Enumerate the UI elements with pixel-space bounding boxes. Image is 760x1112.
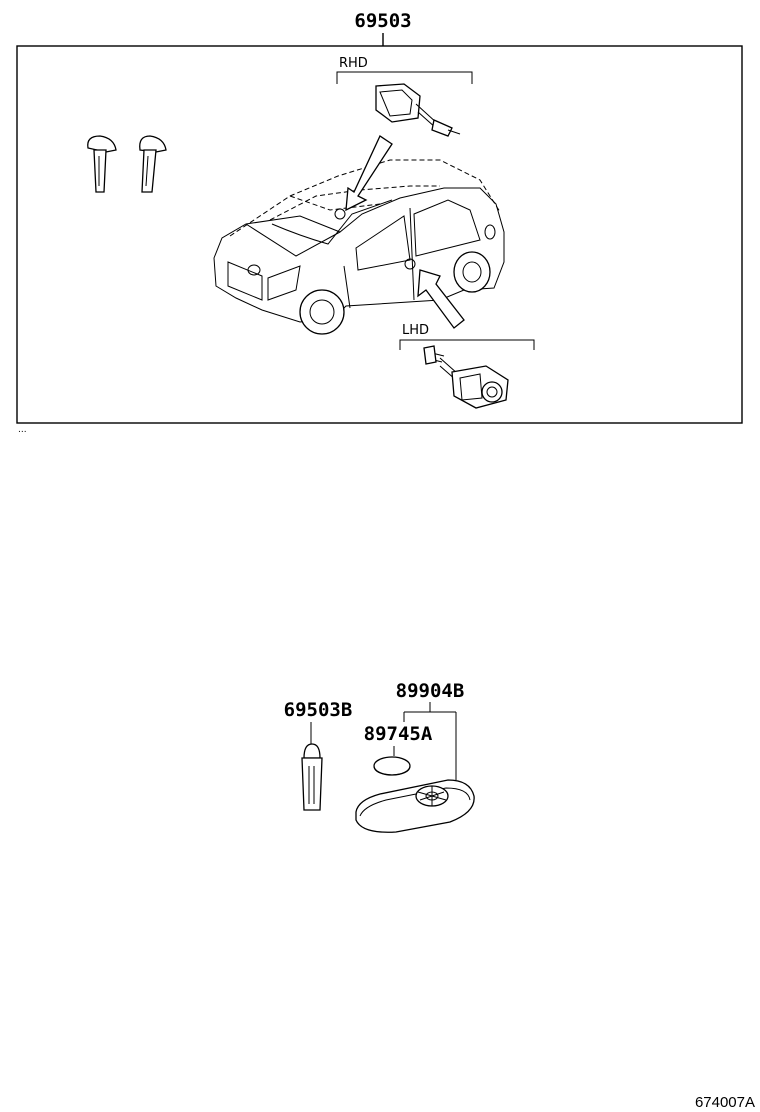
ignition-switch-icon <box>423 345 509 409</box>
rhd-label: RHD <box>339 56 368 71</box>
frame-corner-mark: ... <box>18 425 27 435</box>
ignition-switch-icon <box>375 83 461 137</box>
rhd-location-arrow <box>345 135 393 212</box>
lhd-bracket <box>399 339 535 350</box>
rhd-bracket <box>336 71 473 84</box>
part-number-89745a: 89745A <box>364 723 433 745</box>
car-illustration-icon <box>213 159 505 335</box>
part-number-69503b: 69503B <box>284 699 353 721</box>
key-blade-icon <box>301 743 323 811</box>
key-blade-icon <box>87 135 117 193</box>
figure-reference: 674007A <box>695 1094 755 1111</box>
lhd-label: LHD <box>402 323 429 338</box>
key-blade-icon <box>139 135 167 193</box>
coin-battery-icon <box>373 756 411 776</box>
smart-key-fob-icon <box>355 779 475 833</box>
lhd-location-arrow <box>417 269 465 329</box>
part-number-69503: 69503 <box>354 10 411 32</box>
assembly-frame <box>16 45 743 424</box>
leader-89904b <box>403 702 457 780</box>
part-number-89904b: 89904B <box>396 680 465 702</box>
